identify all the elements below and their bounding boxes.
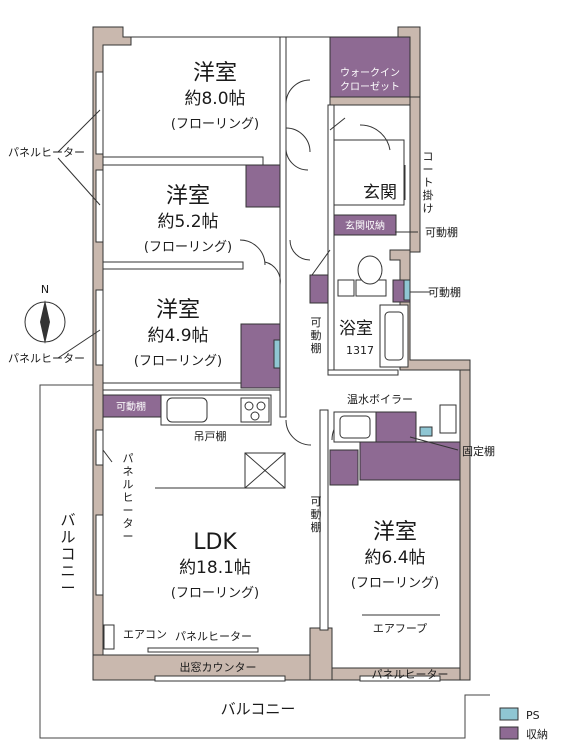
legend-ps-label: PS — [526, 709, 540, 722]
bath-label: 浴室 — [339, 319, 373, 339]
room-bed4-size: 約6.4帖 — [364, 548, 425, 568]
svg-text:ト: ト — [423, 176, 434, 189]
svg-text:可: 可 — [311, 495, 322, 508]
room-ldk-name: LDK — [193, 530, 237, 555]
small-fixtures — [103, 614, 440, 653]
svg-text:パ: パ — [123, 452, 134, 465]
room-bed2-floor: (フローリング) — [144, 240, 232, 255]
movable-shelf-label-2: 可動棚 — [428, 285, 461, 299]
svg-text:動: 動 — [311, 507, 322, 521]
airhood-label: エアフープ — [373, 622, 427, 635]
room-bed2: 洋室 約5.2帖 (フローリング) — [144, 184, 232, 255]
room-bed1: 洋室 約8.0帖 (フローリング) — [171, 61, 259, 132]
room-bed4: 洋室 約6.4帖 (フローリング) — [351, 520, 439, 591]
aircon-label: エアコン — [123, 628, 167, 641]
panel-heater-label-1: パネルヒーター — [8, 146, 85, 159]
bath-fixtures — [337, 255, 409, 368]
balcony-outline — [39, 384, 490, 739]
bottom-windows — [154, 675, 441, 682]
room-bed4-floor: (フローリング) — [351, 576, 439, 591]
ps-blocks — [273, 279, 433, 437]
panel-heater-label-4: パネルヒーター — [372, 668, 449, 681]
room-bed4-name: 洋室 — [373, 520, 417, 545]
north-compass: N — [24, 283, 66, 344]
panel-heater-label-2: パネルヒーター — [8, 352, 85, 365]
panel-heater-label-3: パネルヒーター — [175, 630, 252, 643]
svg-text:ー: ー — [123, 530, 134, 543]
walkin-closet-label-2: クローゼット — [340, 81, 400, 93]
legend-ps-swatch — [499, 707, 519, 721]
room-ldk-size: 約18.1帖 — [179, 558, 251, 578]
svg-text:ニ: ニ — [60, 562, 75, 580]
room-bed2-size: 約5.2帖 — [157, 212, 218, 232]
room-bed2-name: 洋室 — [166, 184, 210, 209]
legend: PS 収納 — [499, 707, 548, 741]
room-bed1-size: 約8.0帖 — [184, 89, 245, 109]
svg-text:ヒ: ヒ — [123, 491, 134, 504]
compass-north-label: N — [41, 283, 49, 296]
kitchen-movable-shelf-label: 可動棚 — [116, 400, 146, 413]
svg-text:ー: ー — [423, 163, 434, 176]
movable-shelf-label-1: 可動棚 — [425, 225, 458, 239]
kitchen-fixtures — [155, 394, 286, 489]
svg-text:コ: コ — [423, 150, 434, 163]
room-bed1-name: 洋室 — [193, 61, 237, 86]
svg-text:可: 可 — [311, 316, 322, 329]
svg-text:棚: 棚 — [311, 520, 322, 534]
interior-walls — [102, 36, 399, 631]
movable-shelf-vertical-1: 可 動 棚 — [311, 316, 322, 355]
genkan-storage-label: 玄関収納 — [345, 219, 385, 232]
balcony-bottom-label: バルコニー — [221, 700, 296, 718]
hall-lines — [329, 117, 406, 206]
room-bed3-floor: (フローリング) — [134, 354, 222, 369]
room-ldk-floor: (フローリング) — [171, 586, 259, 601]
panel-heater-vertical-label: パ ネ ル ヒ ー タ ー — [123, 452, 134, 543]
bath-size-label: 1317 — [346, 344, 374, 357]
tsuridana-label: 吊戸棚 — [194, 429, 227, 443]
svg-text:け: け — [423, 202, 434, 215]
walkin-closet-label-1: ウォークイン — [340, 67, 400, 79]
room-bed3-size: 約4.9帖 — [147, 326, 208, 346]
room-bed3-name: 洋室 — [156, 298, 200, 323]
fixed-shelf-label: 固定棚 — [462, 444, 495, 458]
room-bed1-floor: (フローリング) — [171, 117, 259, 132]
svg-text:ー: ー — [60, 579, 75, 597]
svg-text:棚: 棚 — [311, 341, 322, 355]
room-bed3: 洋室 約4.9帖 (フローリング) — [134, 298, 222, 369]
genkan-label: 玄関 — [363, 183, 397, 203]
demado-counter-label: 出窓カウンター — [180, 660, 257, 674]
movable-shelf-vertical-2: 可 動 棚 — [311, 495, 322, 534]
boiler-label: 温水ボイラー — [347, 393, 413, 406]
svg-text:タ: タ — [123, 517, 134, 530]
legend-storage-swatch — [499, 726, 519, 740]
laundry-fixtures — [333, 404, 457, 443]
coat-hanger-label: コ ー ト 掛 け — [423, 150, 434, 215]
room-ldk: LDK 約18.1帖 (フローリング) — [171, 530, 259, 601]
svg-text:動: 動 — [311, 328, 322, 342]
left-windows — [95, 71, 104, 596]
svg-text:バ: バ — [60, 511, 75, 529]
svg-text:ル: ル — [60, 528, 75, 546]
leader-lines — [57, 109, 459, 463]
balcony-left-label: バ ル コ ニ ー — [60, 511, 75, 597]
svg-text:ネ: ネ — [123, 465, 134, 478]
svg-text:ー: ー — [123, 504, 134, 517]
outer-walls — [92, 26, 471, 681]
svg-text:掛: 掛 — [423, 188, 434, 202]
svg-text:コ: コ — [60, 545, 75, 563]
legend-storage-label: 収納 — [526, 728, 548, 741]
svg-text:ル: ル — [123, 478, 134, 491]
